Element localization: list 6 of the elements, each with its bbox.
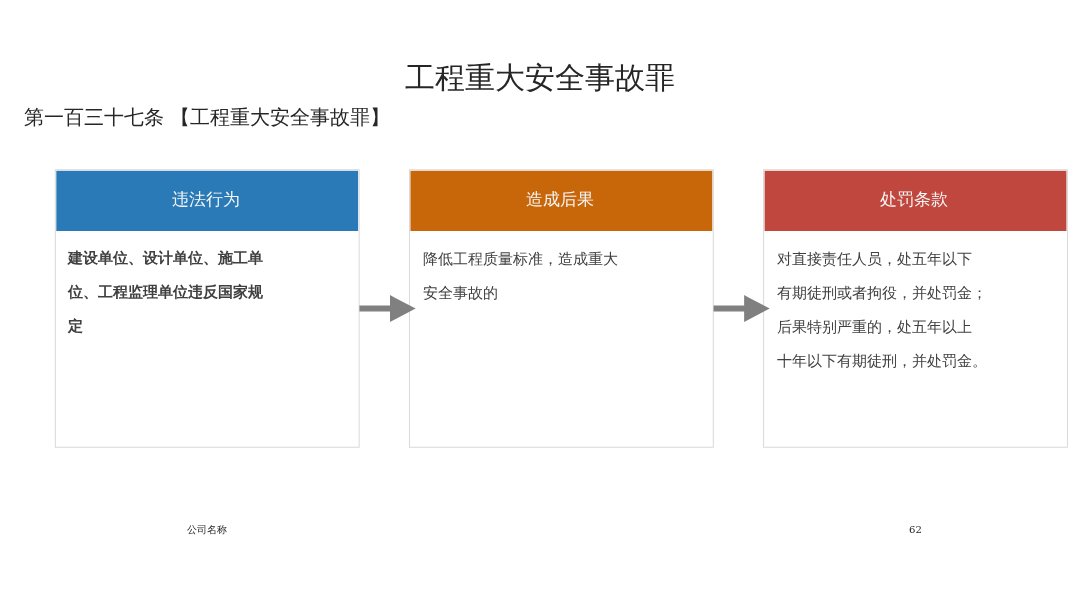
label: 公司名称 xyxy=(187,523,228,535)
diagram-title: 工程重大安全事故罪 xyxy=(405,59,675,95)
label: 62 xyxy=(909,523,922,535)
arrow xyxy=(713,294,770,322)
arrow xyxy=(359,294,416,322)
label: 第一百三十七条 【工程重大安全事故罪】 xyxy=(24,104,391,129)
